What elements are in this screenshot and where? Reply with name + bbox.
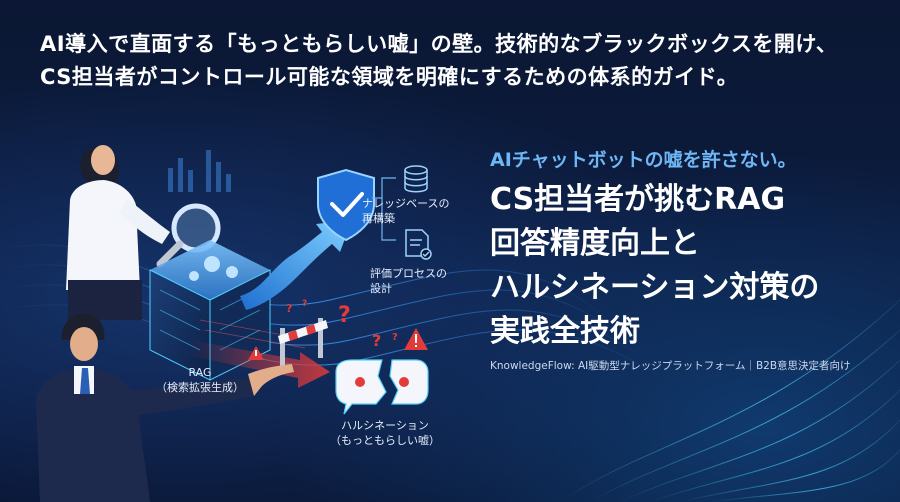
rag-label: RAG （検索拡張生成） — [156, 365, 244, 395]
main-title-line-3: ハルシネーション対策の — [490, 270, 820, 305]
barrier-icon — [278, 318, 328, 368]
svg-text:?: ? — [392, 332, 398, 343]
evaluation-label-line-2: 設計 — [370, 282, 392, 295]
main-title-line-2: 回答精度向上と — [490, 226, 700, 261]
svg-text:?: ? — [302, 299, 307, 309]
warning-icon — [248, 328, 428, 360]
man-figure — [36, 313, 294, 502]
rag-label-line-1: RAG — [188, 366, 212, 379]
bar-chart-decoration — [168, 150, 231, 192]
svg-text:?: ? — [372, 331, 381, 350]
main-title-line-1: CS担当者が挑むRAG — [490, 182, 786, 217]
knowledge-base-label: ナレッジベースの 再構築 — [362, 196, 449, 226]
magnifier-icon — [156, 203, 221, 268]
upward-arrow — [240, 220, 352, 310]
headline: AI導入で直面する「もっともらしい嘘」の壁。技術的なブラックボックスを開け、 C… — [40, 28, 870, 94]
shield-check-icon — [317, 168, 375, 242]
headline-line-1: AI導入で直面する「もっともらしい嘘」の壁。技術的なブラックボックスを開け、 — [40, 32, 838, 56]
woman-figure — [66, 145, 170, 320]
database-icon — [404, 165, 428, 193]
question-mark-icon: ? ? ? ? ? — [286, 299, 398, 350]
tagline: AIチャットボットの嘘を許さない。 — [490, 149, 797, 171]
footer-note: KnowledgeFlow: AI駆動型ナレッジプラットフォーム｜B2B意思決定… — [490, 360, 851, 372]
headline-line-2: CS担当者がコントロール可能な領域を明確にするための体系的ガイド。 — [40, 65, 739, 89]
broken-speech-bubble-icon — [335, 359, 429, 415]
gear-icon — [189, 256, 238, 281]
main-title: CS担当者が挑むRAG 回答精度向上と ハルシネーション対策の 実践全技術 — [490, 178, 890, 354]
hallucination-label-line-2: （もっともらしい嘘） — [330, 434, 440, 447]
rag-label-line-2: （検索拡張生成） — [156, 381, 244, 394]
svg-text:?: ? — [338, 303, 351, 328]
evaluation-label: 評価プロセスの 設計 — [370, 266, 447, 296]
knowledge-base-label-line-1: ナレッジベースの — [362, 197, 450, 210]
svg-text:?: ? — [286, 302, 292, 315]
document-check-icon — [405, 229, 432, 260]
hallucination-label-line-1: ハルシネーション — [341, 419, 429, 432]
illustration: ? ? ? ? ? — [36, 145, 432, 502]
evaluation-label-line-1: 評価プロセスの — [370, 267, 447, 280]
hallucination-label: ハルシネーション （もっともらしい嘘） — [330, 418, 440, 448]
main-title-line-4: 実践全技術 — [490, 314, 640, 349]
knowledge-base-label-line-2: 再構築 — [362, 212, 395, 225]
